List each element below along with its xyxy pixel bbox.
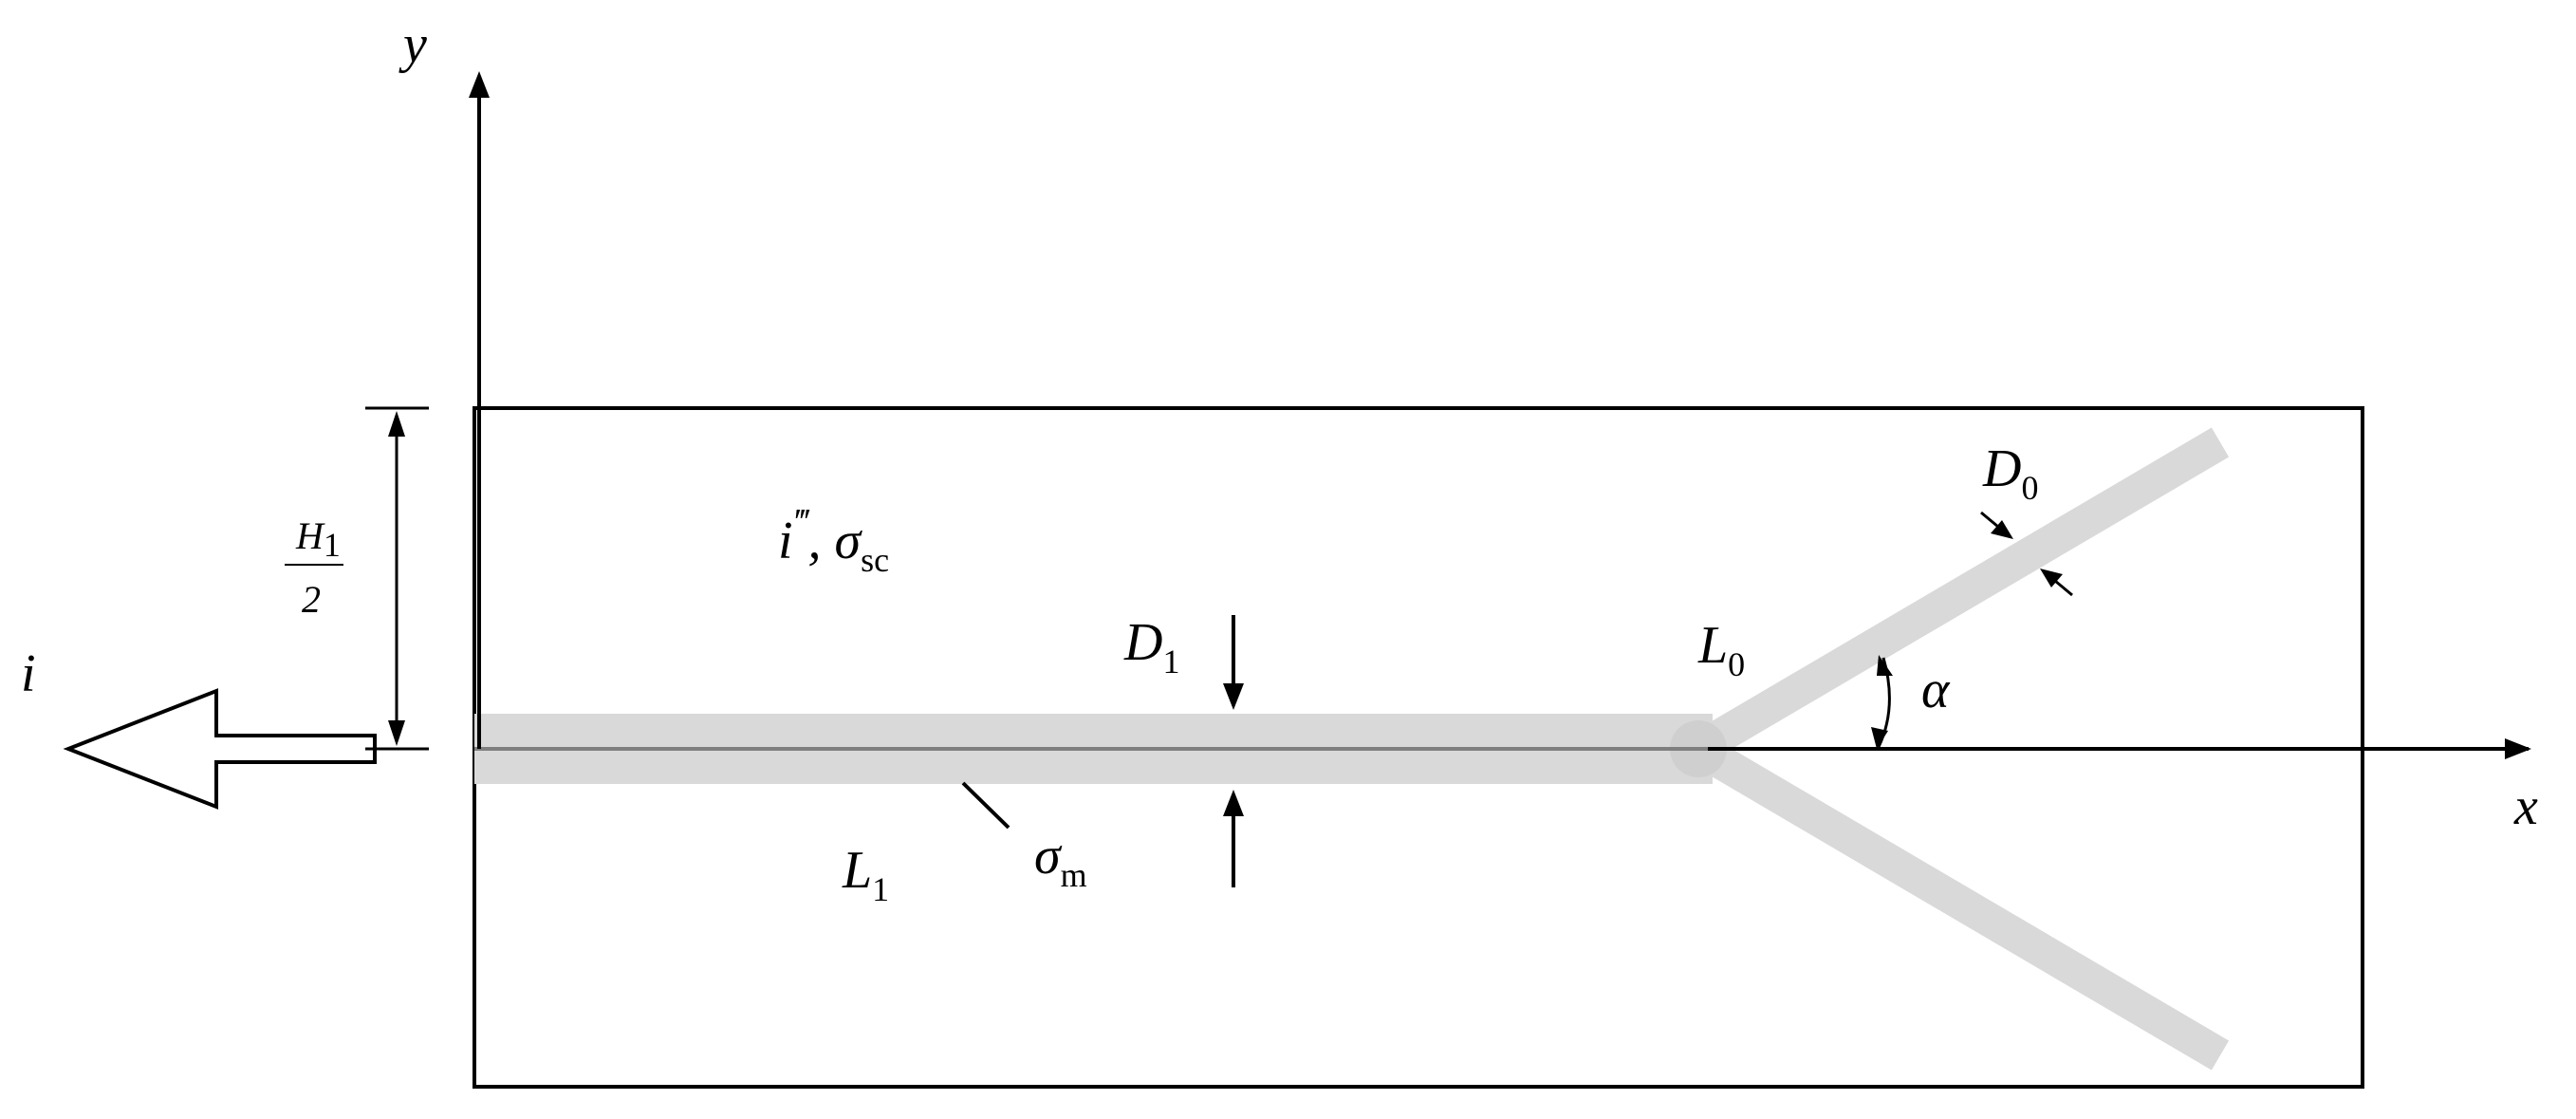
y-axis-label: y [398,15,427,74]
l1-label: L1 [842,841,889,908]
sigma-m-label: σm [1034,827,1087,894]
d1-dimension [1223,615,1244,887]
alpha-arc-arrowhead-top [1877,655,1893,676]
current-label: i [21,644,36,703]
svg-text:2: 2 [302,578,321,621]
upper-branch [1689,427,2230,764]
height-label: H1 2 [285,514,343,621]
current-arrow-icon [63,688,377,810]
x-axis-label: x [2513,777,2538,836]
d0-dimension [1980,511,2073,597]
y-axis-arrowhead [469,71,490,98]
l0-label: L0 [1697,616,1745,683]
height-dimension [365,406,429,751]
sigma-m-leader [961,781,1010,830]
alpha-label: α [1921,661,1951,719]
x-axis-arrowhead [2505,738,2531,759]
alpha-arc-arrowhead-bottom [1871,727,1888,749]
source-label: i‴, σsc [778,502,889,579]
d0-label: D0 [1982,439,2038,507]
svg-text:H1: H1 [295,514,341,564]
d1-label: D1 [1123,613,1179,681]
lower-branch [1689,734,2230,1071]
